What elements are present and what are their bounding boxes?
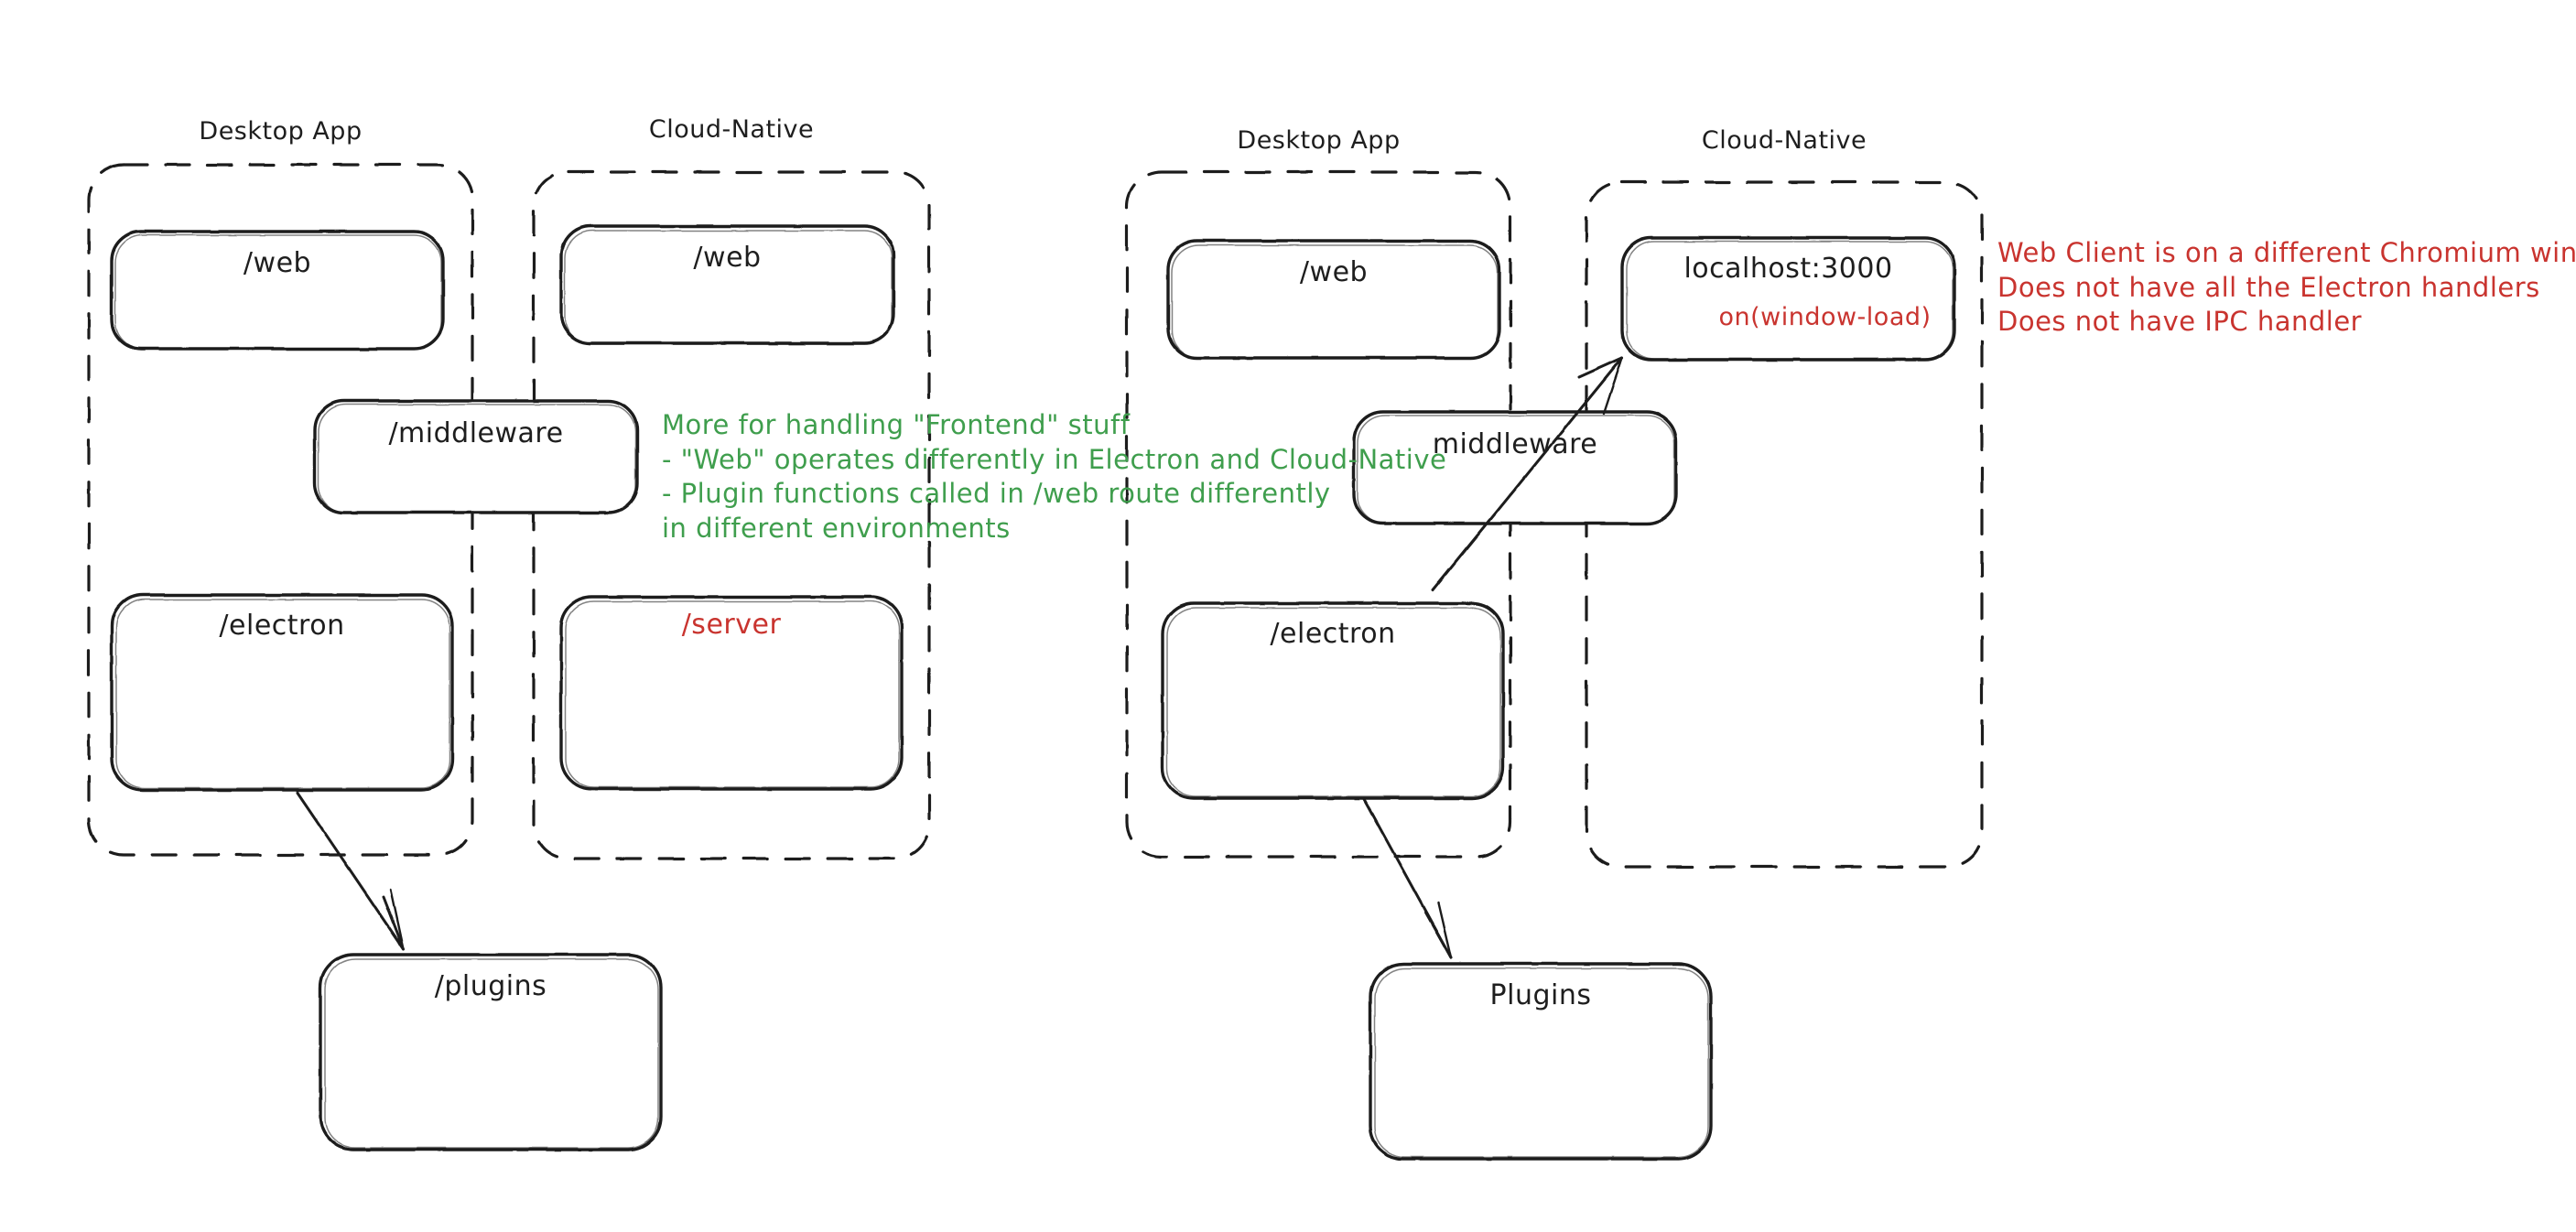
node-left-cloud-web[interactable] <box>559 224 895 345</box>
group-label-right-desktop-app: Desktop App <box>1237 126 1401 155</box>
group-label-left-desktop-app: Desktop App <box>199 117 363 146</box>
group-label-right-cloud-native: Cloud-Native <box>1701 126 1867 155</box>
node-label-left-plugins: /plugins <box>434 970 547 1002</box>
node-label-left-cloud-web: /web <box>693 242 762 274</box>
node-label-left-middleware: /middleware <box>388 417 564 449</box>
node-right-middleware[interactable] <box>1352 410 1678 525</box>
arrow-left-electron-to-plugins <box>296 791 406 951</box>
node-right-localhost[interactable] <box>1620 236 1956 362</box>
node-label-right-desktop-web: /web <box>1299 256 1369 288</box>
group-label-left-cloud-native: Cloud-Native <box>648 115 815 144</box>
node-label-right-plugins: Plugins <box>1489 979 1592 1011</box>
node-right-plugins[interactable] <box>1369 962 1713 1161</box>
node-left-desktop-web[interactable] <box>110 230 445 351</box>
node-right-electron[interactable] <box>1161 601 1505 800</box>
node-label-left-server: /server <box>681 609 782 641</box>
arrow-right-electron-to-localhost <box>1431 356 1624 592</box>
annotation-red-web-client-notes: Web Client is on a different Chromium wi… <box>1997 237 2576 338</box>
node-sublabel-right-localhost-onwindowload: on(window-load) <box>1718 303 1932 331</box>
group-left-cloud-native <box>532 170 931 860</box>
node-label-left-desktop-web: /web <box>243 247 312 279</box>
node-label-right-middleware: middleware <box>1432 428 1598 460</box>
node-label-right-electron: /electron <box>1270 618 1396 650</box>
node-right-desktop-web[interactable] <box>1166 239 1501 360</box>
node-left-electron[interactable] <box>110 593 454 792</box>
node-left-plugins[interactable] <box>319 953 663 1151</box>
node-left-server[interactable] <box>559 595 904 791</box>
node-label-left-electron: /electron <box>219 610 345 642</box>
annotation-green-frontend-notes: More for handling "Frontend" stuff - "We… <box>662 409 1447 545</box>
node-label-right-localhost: localhost:3000 <box>1683 253 1893 285</box>
node-left-middleware[interactable] <box>313 399 639 514</box>
arrow-right-electron-to-plugins <box>1362 797 1453 959</box>
